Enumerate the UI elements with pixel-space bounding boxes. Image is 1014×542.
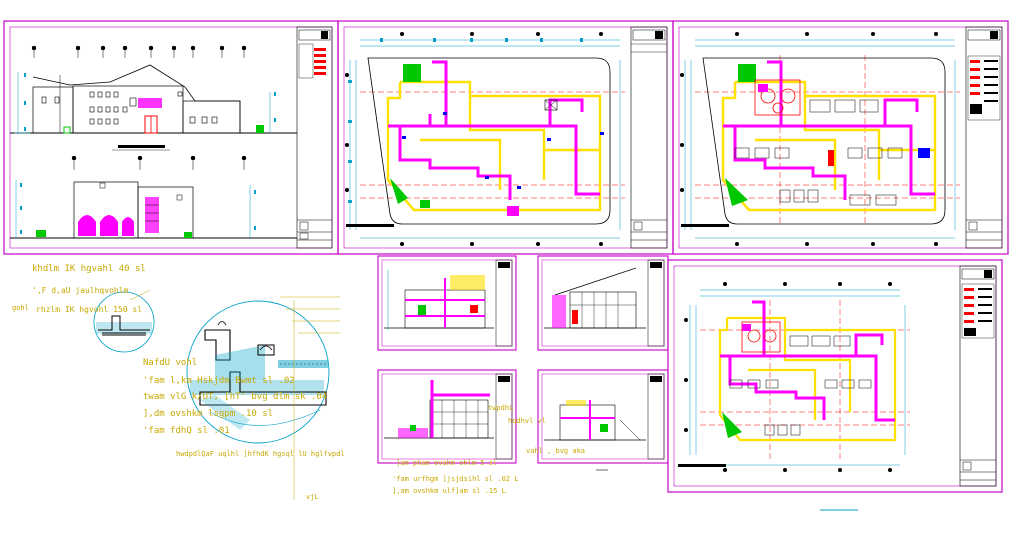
sheet-frame (667, 259, 1003, 493)
sheet-plan-lower (667, 259, 1003, 493)
detail-circle-large (186, 296, 340, 500)
title-block (959, 265, 997, 487)
front-elevation (10, 64, 297, 134)
section-note-2: hqdhvl vl (508, 417, 546, 425)
elevation-title-bar (118, 145, 165, 148)
section-note-3: vahl , bvg aka (526, 447, 586, 455)
detail-dimension: vjL (306, 493, 319, 501)
sheet-plan-piping (337, 20, 674, 255)
side-elevation (10, 155, 297, 239)
section-note-1: twpdhL (488, 404, 514, 412)
title-block (630, 26, 668, 249)
detail-caption: hwdpdlQaF uqlhl ]hfhdK hgsql lU hglfvpdl (176, 450, 345, 458)
legend-note-1: khdlm IK hgvahl 40 sl (32, 264, 146, 274)
detail-note-4: ],dm ovshkm lsgpm .10 sl (143, 409, 274, 419)
sheet-section-1 (377, 255, 517, 351)
sheet-section-4 (537, 369, 669, 464)
sheet-section-2 (537, 255, 669, 351)
sheet-frame (672, 20, 1009, 255)
sheet-inner-frame (343, 26, 668, 249)
sheet-inner-frame (9, 26, 333, 249)
sheet-section-3 (377, 369, 517, 464)
legend-note-4: rhzlm IK hgvohl 150 sl (36, 305, 142, 314)
title-block (965, 26, 1003, 249)
section-note-4: ]am pham ovahm ohlm 5 sl (396, 459, 498, 467)
detail-note-3: twam vlG k/UT, [hT' bvg dlm sk .04 (143, 392, 328, 402)
bottom-note-2: ],am ovshkm ulf]am sl .15 L (392, 487, 506, 495)
sheet-inner-frame (673, 265, 997, 487)
sheet-elevations (3, 20, 339, 255)
detail-note-1: NafdU vohl (143, 358, 198, 368)
title-block (296, 26, 333, 249)
sheet-frame (3, 20, 339, 255)
detail-note-2: 'fam l,km Hskjdm Bwmt sl .02 (143, 376, 295, 386)
legend-note-2: ',F d,aU jaulhqvohlm (32, 286, 129, 295)
detail-note-5: 'fam fdhQ sl .01 (143, 426, 230, 436)
legend-note-3: gohl (12, 304, 29, 312)
detail-circle-small (93, 289, 155, 353)
grid-axes-top (31, 45, 247, 58)
sheet-plan-furnished (672, 20, 1009, 255)
sheet-inner-frame (678, 26, 1003, 249)
bottom-note-1: 'fam urfhgm ]jsjdsihl sl .02 L (392, 475, 519, 483)
